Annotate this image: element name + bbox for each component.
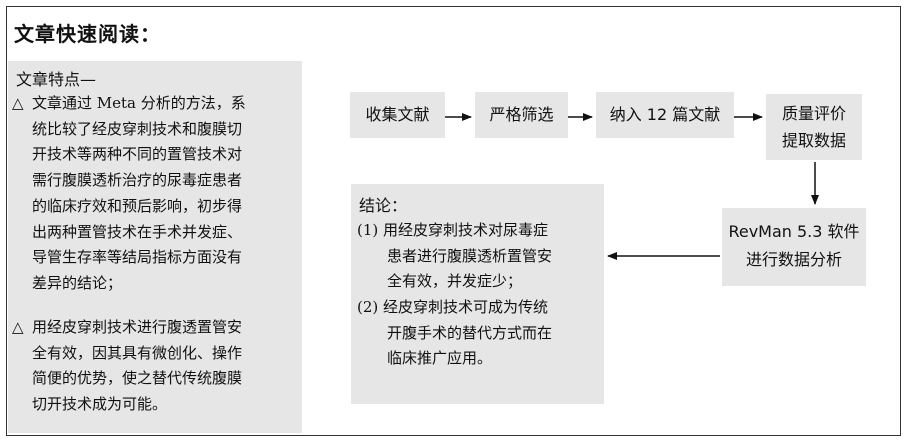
page-title: 文章快速阅读： xyxy=(14,22,161,46)
frame xyxy=(6,6,901,436)
step-label: 质量评价 xyxy=(781,104,846,123)
feature-line: 切开技术成为可能。 xyxy=(32,395,168,414)
step-label: 进行数据分析 xyxy=(745,250,842,269)
step-revman-analysis: RevMan 5.3 软件 进行数据分析 xyxy=(722,208,866,286)
conclusion-line: 开腹手术的替代方式而在 xyxy=(387,323,553,342)
step-label: 严格筛选 xyxy=(489,105,554,124)
conclusion-line: 全有效，并发症少； xyxy=(387,272,523,290)
conclusion-item-1: (1) 用经皮穿刺技术对尿毒症 患者进行腹膜透析置管安 全有效，并发症少； xyxy=(357,218,552,295)
feature-line: 全有效，因其具有微创化、操作 xyxy=(32,343,243,362)
feature-line: 文章通过 Meta 分析的方法，系 xyxy=(32,94,246,112)
feature-line: 出两种置管技术在手术并发症、 xyxy=(32,222,243,241)
step-quality-extraction: 质量评价 提取数据 xyxy=(766,94,862,160)
step-strict-screening: 严格筛选 xyxy=(475,92,568,138)
triangle-icon: △ xyxy=(12,318,24,336)
step-label: 纳入 12 篇文献 xyxy=(609,105,721,124)
features-heading: 文章特点— xyxy=(16,70,97,89)
feature-line: 差异的结论； xyxy=(32,273,123,292)
feature-line: 用经皮穿刺技术进行腹透置管安 xyxy=(32,318,243,336)
features-panel: 文章特点— △ 文章通过 Meta 分析的方法，系 统比较了经皮穿刺技术和腹膜切… xyxy=(8,61,302,433)
conclusion-item-2: (2) 经皮穿刺技术可成为传统 开腹手术的替代方式而在 临床推广应用。 xyxy=(357,295,552,372)
feature-line: 导管生存率等结局指标方面没有 xyxy=(32,248,243,267)
step-include-studies: 纳入 12 篇文献 xyxy=(596,92,734,138)
feature-line: 开技术等两种不同的置管技术对 xyxy=(32,145,243,164)
conclusion-line: (2) 经皮穿刺技术可成为传统 xyxy=(357,298,549,316)
feature-line: 的临床疗效和预后影响，初步得 xyxy=(32,196,243,215)
conclusion-title: 结论： xyxy=(359,196,408,215)
step-label: RevMan 5.3 软件 xyxy=(728,222,860,241)
conclusion-line: (1) 用经皮穿刺技术对尿毒症 xyxy=(357,221,549,239)
step-label: 提取数据 xyxy=(781,131,846,150)
feature-line: 统比较了经皮穿刺技术和腹膜切 xyxy=(32,119,243,138)
feature-item-2: △ 用经皮穿刺技术进行腹透置管安 全有效，因其具有微创化、操作 简便的优势，使之… xyxy=(12,315,242,418)
feature-item-1: △ 文章通过 Meta 分析的方法，系 统比较了经皮穿刺技术和腹膜切 开技术等两… xyxy=(12,91,246,297)
feature-line: 需行腹膜透析治疗的尿毒症患者 xyxy=(32,171,243,190)
triangle-icon: △ xyxy=(12,94,24,112)
step-collect-literature: 收集文献 xyxy=(350,92,445,138)
conclusion-line: 临床推广应用。 xyxy=(387,349,493,367)
step-label: 收集文献 xyxy=(365,105,430,124)
conclusion-box: 结论： (1) 用经皮穿刺技术对尿毒症 患者进行腹膜透析置管安 全有效，并发症少… xyxy=(351,184,604,404)
conclusion-line: 患者进行腹膜透析置管安 xyxy=(387,246,553,265)
feature-line: 简便的优势，使之替代传统腹膜 xyxy=(32,369,243,388)
